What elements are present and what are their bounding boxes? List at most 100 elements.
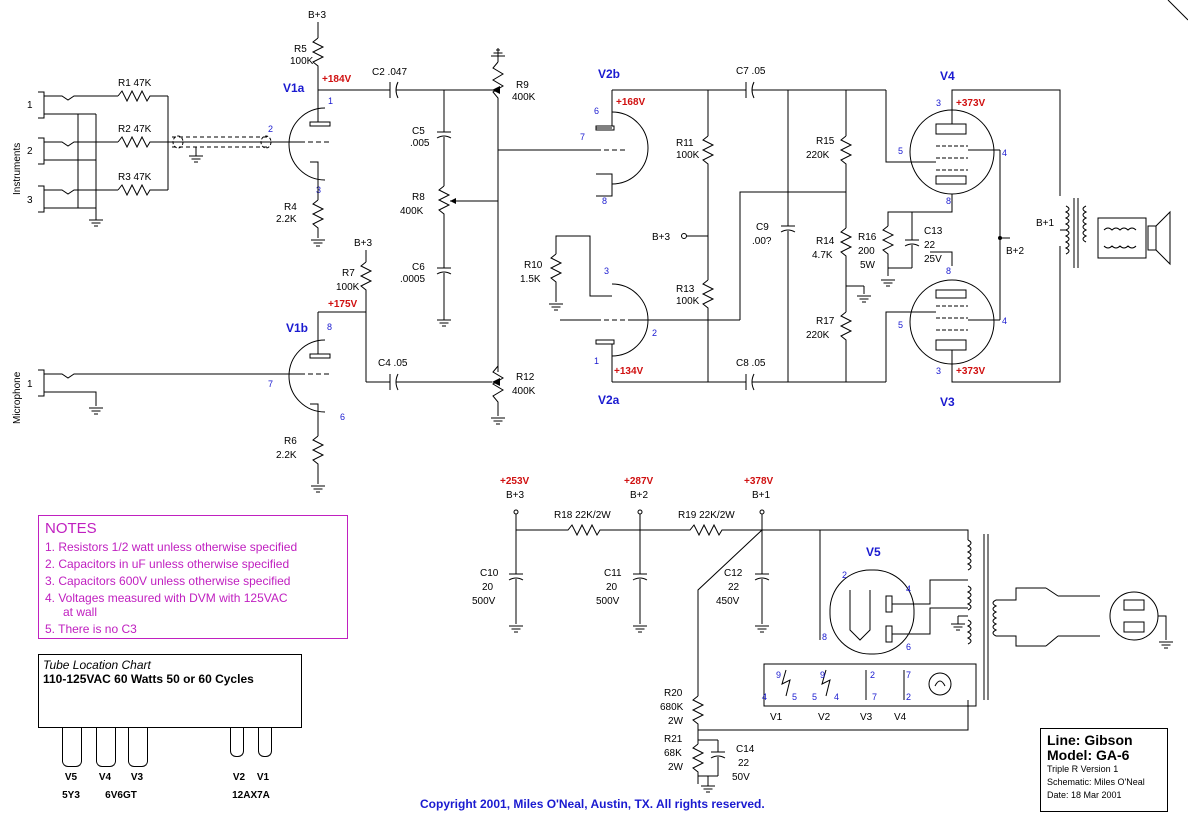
v1a-label: V1a	[283, 81, 305, 95]
r10-value: 1.5K	[520, 274, 541, 285]
c8-label: C8 .05	[736, 358, 766, 369]
r9-label: R9	[516, 80, 529, 91]
c7-label: C7 .05	[736, 66, 766, 77]
r14-label: R14	[816, 236, 835, 247]
b3-ps-label: B+3	[506, 490, 525, 501]
v2b-pin-7: 7	[580, 132, 585, 142]
v2b-label: V2b	[598, 67, 620, 81]
c14-label: C14	[736, 744, 755, 755]
v5-pin-6: 6	[906, 642, 911, 652]
v5-label: V5	[866, 545, 881, 559]
c6-value: .0005	[400, 274, 425, 285]
r20-line3: 2W	[668, 716, 684, 727]
v4-label: V4	[940, 69, 955, 83]
heater-pin-2a: 2	[870, 670, 875, 680]
r8-value: 400K	[400, 206, 424, 217]
v4-pin-3: 3	[936, 98, 941, 108]
socket-v5	[62, 728, 82, 767]
r16-line3: 5W	[860, 260, 876, 271]
tube-v1b: Microphone 1 B+3 R7 100K +175V V1b 8 7 6…	[12, 238, 492, 493]
c10-line2: 20	[482, 582, 494, 593]
v1a-plate-voltage: +184V	[322, 74, 352, 85]
heater-v2-label: V2	[818, 712, 831, 723]
socket-v1	[258, 728, 272, 757]
b2-ps-label: B+2	[630, 490, 649, 501]
heater-v4-label: V4	[894, 712, 907, 723]
r5-value: 100K	[290, 56, 314, 67]
r12-label: R12	[516, 372, 535, 383]
r21-label: R21	[664, 734, 683, 745]
jack-3-label: 3	[27, 195, 33, 206]
type-6v6gt: 6V6GT	[105, 790, 137, 801]
r14-value: 4.7K	[812, 250, 833, 261]
note-item: 2. Capacitors in uF unless otherwise spe…	[45, 557, 290, 571]
v4-plate-voltage: +373V	[956, 98, 986, 109]
socket-v2	[230, 728, 244, 757]
jack-2-label: 2	[27, 146, 33, 157]
v3-plate-voltage: +373V	[956, 366, 986, 377]
v2a-pin-3: 3	[604, 266, 609, 276]
r12-value: 400K	[512, 386, 536, 397]
r6-value: 2.2K	[276, 450, 297, 461]
r17-label: R17	[816, 316, 835, 327]
c2-label: C2 .047	[372, 67, 407, 78]
v1b-pin-7: 7	[268, 379, 273, 389]
copyright-notice: Copyright 2001, Miles O'Neal, Austin, TX…	[420, 797, 765, 811]
r20-line2: 680K	[660, 702, 684, 713]
heater-pin-4b: 4	[834, 692, 839, 702]
note-item: 3. Capacitors 600V unless otherwise spec…	[45, 574, 291, 588]
mic-jack-label: 1	[27, 379, 33, 390]
pos-v5: V5	[64, 772, 78, 783]
microphone-label: Microphone	[12, 371, 23, 424]
v1b-plate-voltage: +175V	[328, 299, 358, 310]
v1b-pin-6: 6	[340, 412, 345, 422]
r13-label: R13	[676, 284, 695, 295]
note-item: 5. There is no C3	[45, 622, 137, 636]
v3-label: V3	[940, 395, 955, 409]
r7-value: 100K	[336, 282, 360, 293]
v2a-label: V2a	[598, 393, 620, 407]
v2b-pin-6: 6	[594, 106, 599, 116]
pos-v3: V3	[130, 772, 144, 783]
v1b-label: V1b	[286, 321, 308, 335]
v2a-pin-1: 1	[594, 356, 599, 366]
b1-ps-label: B+1	[752, 490, 771, 501]
c11-line3: 500V	[596, 596, 620, 607]
c10-line3: 500V	[472, 596, 496, 607]
power-supply: +253V B+3 +287V B+2 +378V B+1 R18 22K/2W…	[472, 476, 1174, 793]
title-block: Line: Gibson Model: GA-6 Triple R Versio…	[1040, 728, 1168, 812]
heater-pin-9b: 9	[820, 670, 825, 680]
c9-value: .00?	[752, 236, 772, 247]
v2a-plate-voltage: +134V	[614, 366, 644, 377]
r5-label: R5	[294, 44, 307, 55]
socket-v3	[128, 728, 148, 767]
r11-label: R11	[676, 138, 694, 149]
title-model: Model: GA-6	[1047, 747, 1130, 763]
v1a-pin-3: 3	[316, 185, 321, 195]
input-resistors: R1 47K R2 47K R3 47K	[117, 78, 282, 197]
c6-label: C6	[412, 262, 425, 273]
b3-v2-label: B+3	[652, 232, 671, 243]
b2-out-label: B+2	[1006, 246, 1025, 257]
r4-value: 2.2K	[276, 214, 297, 225]
tube-location-chart: Tube Location Chart 110-125VAC 60 Watts …	[38, 654, 302, 728]
r17-value: 220K	[806, 330, 830, 341]
c5-label: C5	[412, 126, 425, 137]
r11-value: 100K	[676, 150, 700, 161]
heater-pin-7a: 7	[872, 692, 877, 702]
r15-label: R15	[816, 136, 835, 147]
r21-line2: 68K	[664, 748, 682, 759]
v5-pin-2: 2	[842, 570, 847, 580]
r1-label: R1 47K	[118, 78, 152, 89]
r13-value: 100K	[676, 296, 700, 307]
c11-line2: 20	[606, 582, 618, 593]
c14-line3: 50V	[732, 772, 750, 783]
c12-line2: 22	[728, 582, 740, 593]
v3-pin-4: 4	[1002, 316, 1007, 326]
notes-title: NOTES	[45, 520, 97, 537]
c12-label: C12	[724, 568, 743, 579]
c10-label: C10	[480, 568, 499, 579]
pos-v1: V1	[256, 772, 270, 783]
r8-label: R8	[412, 192, 425, 203]
r7-label: R7	[342, 268, 355, 279]
